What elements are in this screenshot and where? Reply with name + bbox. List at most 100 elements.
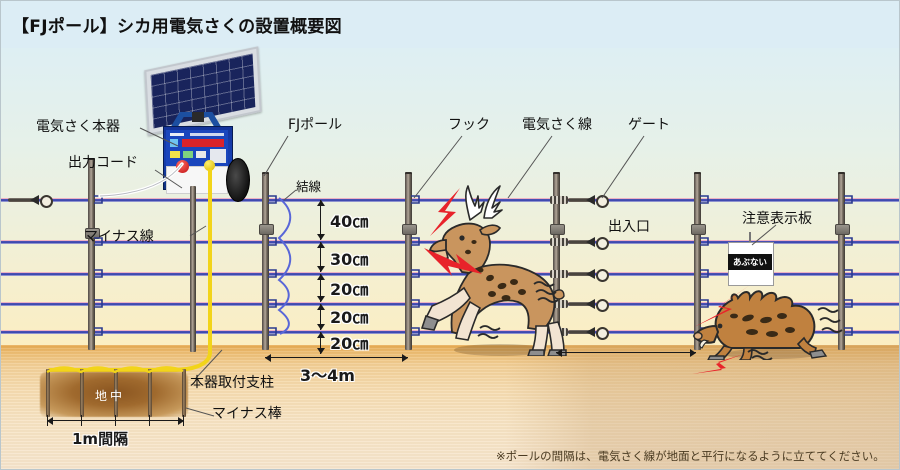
- minus-rod: [182, 369, 186, 417]
- gate-ring[interactable]: [596, 195, 609, 208]
- hook-icon: [844, 299, 853, 308]
- dim-tick: [115, 415, 117, 426]
- label-minus-line: マイナス線: [84, 229, 154, 245]
- label-minus-rod: マイナス棒: [212, 406, 282, 422]
- lightning-bolt-icon: [692, 354, 744, 374]
- pole-spacing-label: 3～4m: [300, 366, 355, 385]
- hook-icon: [411, 327, 420, 336]
- energizer-detail: [196, 151, 206, 158]
- hook-icon: [268, 237, 277, 246]
- mount-post: [190, 186, 196, 352]
- hook-icon: [94, 299, 103, 308]
- gate-handle-rod[interactable]: [8, 198, 34, 202]
- dim-tick: [149, 415, 151, 426]
- energizer-display: [210, 149, 226, 163]
- pole-clamp: [691, 224, 706, 235]
- lightning-bolt-icon: [430, 188, 460, 236]
- hook-icon: [411, 269, 420, 278]
- page-title: 【FJポール】シカ用電気さくの設置概要図: [12, 17, 342, 37]
- warning-sign-text: あぶない: [732, 258, 767, 268]
- gate-ring[interactable]: [596, 299, 609, 312]
- energizer-wheel: [226, 158, 250, 202]
- pole-clamp: [259, 224, 274, 235]
- dim-20cm-line-a: [315, 274, 327, 302]
- gate-ring[interactable]: [596, 327, 609, 340]
- fj-pole-3: [405, 174, 412, 350]
- energizer-detail: [170, 133, 184, 136]
- lightning-bolt-icon: [424, 248, 482, 276]
- pole-clamp: [85, 228, 100, 239]
- hook-icon: [268, 269, 277, 278]
- hook-icon: [844, 195, 853, 204]
- label-output-cord: 出力コード: [68, 155, 138, 171]
- fj-pole-6: [838, 174, 845, 350]
- label-wire-connection: 結線: [296, 179, 322, 194]
- gate-handle-rod[interactable]: [568, 240, 592, 244]
- gate-spring[interactable]: [550, 238, 568, 246]
- hook-icon: [700, 299, 709, 308]
- dim-20cm-label-b: 20㎝: [330, 308, 369, 327]
- dim-30cm-label: 30㎝: [330, 250, 369, 269]
- deer-icon: [420, 185, 567, 356]
- hook-icon: [844, 237, 853, 246]
- wire-connection-line: [277, 197, 292, 335]
- gate-ring[interactable]: [596, 237, 609, 250]
- ground-shadow-region: [505, 345, 900, 470]
- gate-arrow-icon: [586, 299, 595, 309]
- dim-40cm-label: 40㎝: [330, 212, 369, 231]
- gate-ring[interactable]: [40, 195, 53, 208]
- fj-pole-4: [553, 174, 560, 350]
- warning-sign-band: [728, 254, 772, 270]
- dim-tick: [47, 415, 49, 426]
- fence-wire-5: [0, 330, 900, 334]
- dim-20cm-label-a: 20㎝: [330, 280, 369, 299]
- label-mount-post: 本器取付支柱: [190, 375, 274, 391]
- hook-icon: [94, 195, 103, 204]
- label-hook: フック: [448, 117, 490, 133]
- gate-handle-rod[interactable]: [568, 198, 592, 202]
- gate-spring[interactable]: [550, 196, 568, 204]
- hook-icon: [268, 327, 277, 336]
- label-fj-pole: FJポール: [288, 117, 343, 133]
- gate-arrow-icon: [30, 195, 39, 205]
- hook-icon: [411, 237, 420, 246]
- dim-20cm-line-b: [315, 304, 327, 330]
- label-energizer: 電気さく本器: [36, 119, 120, 135]
- gate-arrow-icon: [586, 195, 595, 205]
- fj-pole-1: [88, 160, 95, 350]
- gate-ring[interactable]: [596, 269, 609, 282]
- gate-spring[interactable]: [550, 300, 568, 308]
- hook-icon: [700, 269, 709, 278]
- energizer-brand-strip: [182, 139, 224, 147]
- fj-pole-2: [262, 174, 269, 350]
- pole-spacing-dim-line-2: [556, 347, 696, 359]
- gate-handle-rod[interactable]: [568, 330, 592, 334]
- gate-handle-rod[interactable]: [568, 302, 592, 306]
- rod-connector-wire: [46, 366, 184, 374]
- minus-rod: [80, 369, 84, 417]
- dim-40cm-line: [315, 200, 327, 240]
- dim-tick: [183, 415, 185, 426]
- title-band: [0, 0, 900, 48]
- hook-icon: [94, 327, 103, 336]
- hook-icon: [844, 327, 853, 336]
- minus-rod: [148, 369, 152, 417]
- gate-arrow-icon: [586, 327, 595, 337]
- pole-clamp: [402, 224, 417, 235]
- dim-30cm-line: [315, 242, 327, 272]
- hook-icon: [411, 299, 420, 308]
- fj-pole-5: [694, 174, 701, 350]
- gate-arrow-icon: [586, 269, 595, 279]
- gate-spring[interactable]: [550, 270, 568, 278]
- gate-handle-rod[interactable]: [568, 272, 592, 276]
- energizer-indicator: [170, 139, 178, 147]
- dim-20cm-line-c: [315, 332, 327, 354]
- label-fence-wire: 電気さく線: [522, 117, 592, 133]
- footnote: ※ポールの間隔は、電気さく線が地面と平行になるように立ててください。: [496, 449, 885, 463]
- output-cord-wire: [98, 162, 184, 198]
- panel-bracket: [167, 112, 225, 136]
- label-gate: ゲート: [628, 117, 670, 133]
- negative-terminal-knob[interactable]: [204, 160, 215, 171]
- minus-rod: [46, 369, 50, 417]
- sign-hanger-wire: [749, 232, 751, 243]
